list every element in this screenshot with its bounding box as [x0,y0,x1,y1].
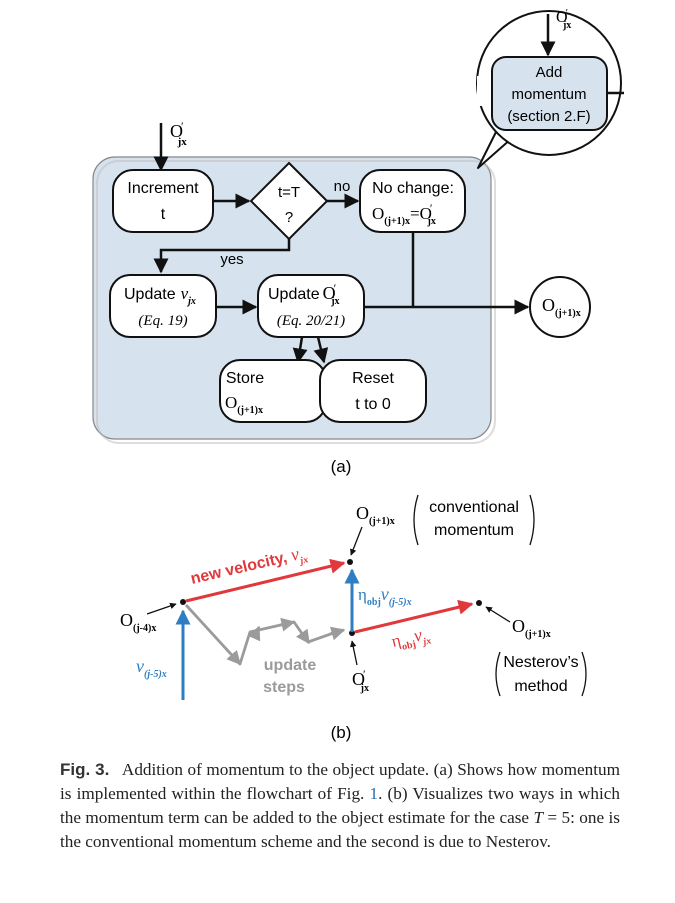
arrow-o-to-reset [313,336,329,364]
right-point-label: O(j+1)x [512,616,551,640]
update-o-eq: (Eq. 20/21) [277,313,345,329]
arrow-yes [153,239,291,274]
left-point-pointer [146,602,177,615]
reset-sub: t to 0 [355,396,391,413]
conventional-bracket-left [413,494,419,546]
eta-red-label: ηobjvjx [389,623,432,655]
nesterov-line2: method [514,678,567,695]
eta-blue-label: ηobjv(j-5)x [358,584,412,608]
add-momentum-line2: momentum [511,86,586,103]
conventional-line1: conventional [429,499,519,516]
conventional-bracket-right [529,494,535,546]
output-node [529,276,591,338]
caption-text-2: . (b) Visualizes two ways in which the m… [60,784,620,827]
update-v-eq: (Eq. 19) [138,313,187,329]
update-steps-path [184,604,343,666]
nesterov-line1: Nesterov’s [503,654,578,671]
panel-b-label: (b) [331,723,352,742]
caption-text-3: = 5: one is the conventional momentum sc… [60,808,620,851]
point-start [180,599,186,605]
point-nesterov [476,600,482,606]
caption-label: Fig. 3. [60,760,110,779]
decision-question: ? [285,209,293,226]
top-point-pointer [350,526,363,556]
blue-velocity-label: v(j-5)x [136,656,167,680]
new-velocity-arrow [185,558,346,603]
output-label: O(j+1)x [542,295,581,319]
update-steps-line1: update [264,657,317,674]
point-conventional [347,559,353,565]
nesterov-bracket-left [495,651,501,697]
caption-var: T [533,808,544,827]
decision-label: t=T [278,184,300,201]
callout-input-label: O′jx [556,7,571,31]
conventional-line2: momentum [434,522,514,539]
update-steps-line2: steps [263,679,305,696]
add-momentum-line3: (section 2.F) [507,108,590,125]
left-point-label: O(j-4)x [120,610,156,634]
right-point-pointer [485,606,511,623]
arrow-o-to-store [292,336,308,364]
store-var: O(j+1)x [225,393,263,416]
bottom-point-label: O′jx [352,667,369,694]
yes-label: yes [220,251,243,268]
no-label: no [334,178,351,195]
no-change-equation: O(j+1)x=O′jx [372,201,436,227]
panel-b: O(j+1)x conventional momentum new veloci… [120,494,587,742]
panel-a-label: (a) [331,457,352,476]
panel-a: O′jx Increment t t=T ? no No change: O(j… [92,7,624,476]
increment-var: t [161,206,166,223]
reset-label: Reset [352,370,394,387]
reset-box [319,359,427,423]
new-velocity-label: new velocity, vjx [188,542,309,592]
caption-text-1: Addition of momentum to the object updat… [60,760,620,803]
store-label: Store [226,370,264,387]
eta-red-arrow [354,599,474,634]
nesterov-bracket-right [581,651,587,697]
bottom-point-pointer [350,640,358,666]
increment-label: Increment [127,180,199,197]
input-left-label: O′jx [170,119,187,148]
top-point-label: O(j+1)x [356,503,395,527]
caption-fig-link[interactable]: 1 [369,784,379,803]
add-momentum-line1: Add [536,64,563,81]
figure-caption: Fig. 3. Addition of momentum to the obje… [60,758,620,854]
no-change-label: No change: [372,180,454,197]
